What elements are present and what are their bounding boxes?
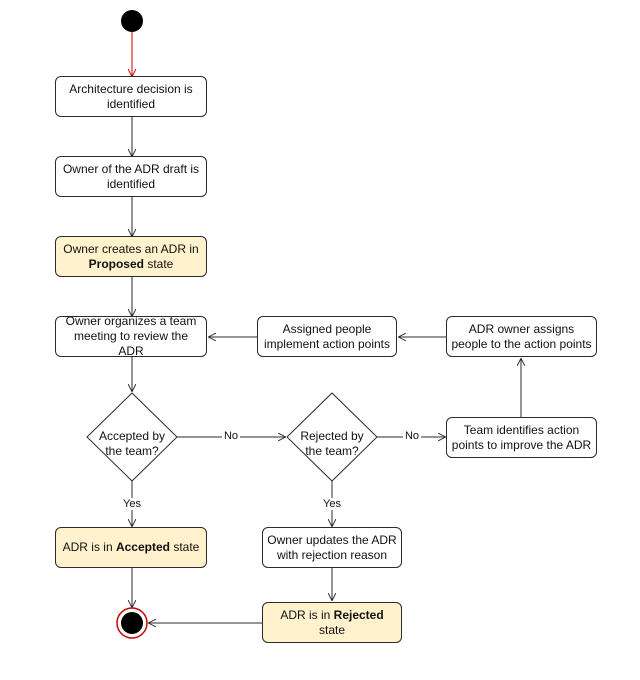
node-text: ADR is in xyxy=(62,540,116,554)
node-text-bold: Proposed xyxy=(88,256,144,271)
node-text: Architecture decision is xyxy=(69,81,193,96)
node-text: Owner of the ADR draft is xyxy=(62,161,200,176)
node-text: Assigned people xyxy=(282,321,372,336)
node-text: state xyxy=(318,622,345,637)
node-text: Owner organizes a team xyxy=(65,314,197,328)
node-text-bold: Rejected xyxy=(333,607,384,622)
node-text: Owner updates the ADR xyxy=(267,532,397,547)
node-accepted-state: ADR is in Accepted state xyxy=(55,527,207,568)
node-text: meeting to review the ADR xyxy=(73,329,189,358)
end-node-core xyxy=(121,612,143,634)
decision-accepted-label: Accepted by the team? xyxy=(87,429,177,459)
node-text: ADR is in xyxy=(280,607,334,622)
node-text: implement action points xyxy=(263,336,391,351)
node-text: with rejection reason xyxy=(276,547,388,562)
node-text: ADR owner assigns xyxy=(468,321,575,336)
start-node xyxy=(121,10,143,32)
node-text: identified xyxy=(106,96,156,111)
node-text: identified xyxy=(106,176,156,191)
decision-text: Rejected by xyxy=(300,429,364,443)
node-text: Team identifies action xyxy=(463,422,580,437)
decision-text: the team? xyxy=(105,444,159,458)
edge-label-yes: Yes xyxy=(119,498,145,510)
node-text-line: Proposed state xyxy=(63,257,198,272)
node-rejected-state: ADR is in Rejected state xyxy=(262,602,402,643)
node-proposed-state: Owner creates an ADR in Proposed state xyxy=(55,236,207,277)
decision-text: the team? xyxy=(305,444,359,458)
edge-label-yes: Yes xyxy=(319,498,345,510)
node-text: state xyxy=(170,540,200,554)
node-text: state xyxy=(143,256,174,271)
node-text: people to the action points xyxy=(451,336,592,351)
node-text-bold: Accepted xyxy=(115,540,170,554)
edge-label-no: No xyxy=(222,430,240,442)
node-text: Owner creates an ADR in xyxy=(63,241,199,256)
decision-text: Accepted by xyxy=(98,429,166,443)
node-text: points to improve the ADR xyxy=(451,437,592,452)
decision-rejected-label: Rejected by the team? xyxy=(287,429,377,459)
edge-label-no: No xyxy=(403,430,421,442)
